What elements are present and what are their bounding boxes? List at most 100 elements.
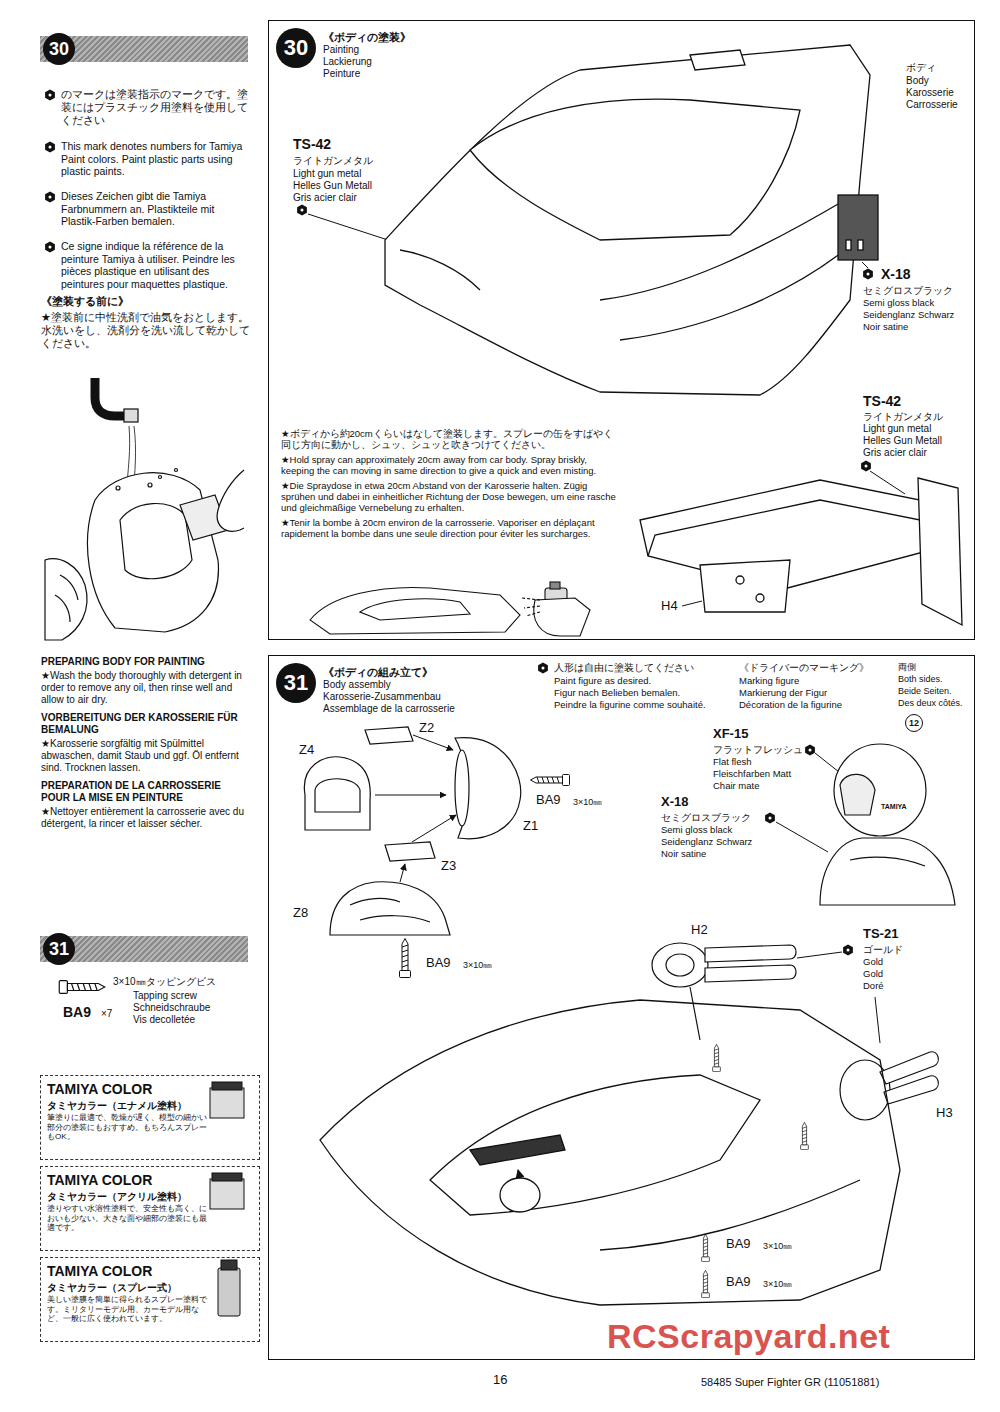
step-title: 《ボディの組み立て》 [323, 666, 455, 679]
car-body-drawing [690, 50, 745, 70]
paint-code: XF-15 [712, 726, 749, 742]
rear-wing-drawing [640, 480, 950, 590]
rear-wing-drawing [756, 594, 764, 602]
instruction-text: Ce signe indique la référence de la pein… [60, 240, 252, 290]
part-number: BA9 [425, 955, 452, 971]
part-number: BA9 [62, 1004, 92, 1021]
part-number: Z8 [292, 905, 309, 921]
car-body-drawing [400, 250, 480, 290]
paint-mark-symbol [863, 268, 873, 279]
paint-mark-symbol [843, 944, 853, 955]
section-heading: VORBEREITUNG DER KAROSSERIE FÜR BEMALUNG [40, 712, 252, 736]
instruction-text: ★Tenir la bombe à 20cm environ de la car… [280, 517, 617, 540]
color-name: Seidenglanz Schwarz [862, 309, 955, 320]
car-body-assembly-drawing [518, 1170, 520, 1178]
paint-can-icon [210, 1179, 244, 1209]
paint-info-box: TAMIYA COLORタミヤカラー（エナメル塗料）筆塗りに最適で、乾燥が遅く、… [40, 1075, 260, 1160]
headrest-parts-drawing [705, 965, 796, 982]
car-body-drawing [385, 45, 870, 395]
color-name: ライトガンメタル [292, 155, 374, 167]
instruction-text: 両側 [897, 662, 917, 673]
leader-line [682, 601, 702, 606]
car-body-assembly-drawing [320, 1000, 900, 1305]
color-name: Chair mate [712, 780, 760, 791]
color-name: Gris acier clair [862, 447, 928, 459]
instruction-text: Beide Seiten. [897, 686, 953, 697]
quantity: ×7 [100, 1008, 113, 1020]
part-name: Body [905, 75, 930, 87]
screw-size: 3×10㎜ [462, 960, 493, 971]
paint-code: X-18 [880, 266, 912, 283]
leader-line [815, 753, 839, 772]
screw-name: Tapping screw [132, 990, 198, 1002]
leader-line [308, 214, 388, 240]
step-title: Lackierung [323, 56, 411, 68]
headrest-parts-drawing [690, 987, 700, 1040]
color-name: Seidenglanz Schwarz [660, 836, 753, 847]
paint-can-icon [221, 1260, 237, 1270]
screw-icon [400, 939, 411, 978]
car-body-assembly-drawing [430, 1075, 760, 1215]
color-name: Doré [862, 980, 885, 991]
headrest-parts-drawing [705, 945, 796, 962]
brand-heading: TAMIYA COLOR [47, 1081, 207, 1098]
leader-line [797, 952, 842, 958]
text-group: 《ボディの組み立て》Body assemblyKarosserie-Zusamm… [323, 666, 455, 715]
instruction-text: ★Wash the body thoroughly with detergent… [40, 670, 252, 706]
headrest-parts-drawing [652, 943, 708, 987]
section-heading: PREPARING BODY FOR PAINTING [40, 656, 252, 668]
washing-illustration [95, 378, 126, 416]
part-number: Z4 [298, 742, 315, 758]
paint-can-icon [210, 1082, 244, 1316]
screw-icon [801, 1122, 809, 1149]
car-body-drawing [858, 240, 863, 250]
assembly-arrow [412, 815, 456, 842]
instruction-text: Peindre la figurine comme souhaité. [553, 699, 707, 710]
leader-line [776, 822, 828, 852]
part-name: Karosserie [905, 87, 955, 99]
part-number: Z3 [440, 858, 457, 874]
color-name: Helles Gun Metall [862, 435, 943, 447]
brand-heading: TAMIYA COLOR [47, 1263, 207, 1280]
driver-figure-drawing [820, 744, 955, 905]
screw-size: 3×10㎜ [762, 1279, 793, 1290]
spray-illustration [534, 598, 590, 636]
paint-can-icon [212, 1082, 242, 1090]
screw-icon [702, 1270, 710, 1297]
assembly-arrow [413, 735, 453, 750]
rear-wing-drawing [648, 500, 945, 556]
paint-info-box: TAMIYA COLORタミヤカラー（スプレー式）美しい塗膜を簡単に得られるスプ… [40, 1257, 260, 1342]
step-band: 31 [40, 936, 248, 962]
paint-description: 塗りやすい水溶性塗料で、安全性も高く、においも少ない。大きな面や細部の塗装にも最… [47, 1204, 207, 1233]
paint-mark-symbol [861, 460, 871, 471]
washing-illustration [175, 469, 178, 472]
screw-icon [702, 1234, 710, 1261]
washing-illustration [124, 409, 138, 422]
helmet-parts-drawing [304, 727, 520, 935]
washing-illustration [116, 486, 120, 490]
section-heading: Markierung der Figur [738, 687, 828, 698]
spray-illustration [522, 598, 540, 616]
paint-description: タミヤカラー（エナメル塗料） [47, 1100, 207, 1111]
paint-can-icon [210, 1088, 244, 1118]
driver-figure-drawing [834, 744, 926, 836]
part-number: H4 [660, 598, 679, 614]
step-number: 31 [276, 663, 316, 703]
instruction-text: ★Hold spray can approximately 20cm away … [280, 454, 617, 477]
paint-mark-symbol [805, 744, 815, 755]
car-body-drawing [838, 195, 878, 260]
assembly-arrow [400, 864, 405, 882]
paint-info-box: TAMIYA COLORタミヤカラー（アクリル塗料）塗りやすい水溶性塗料で、安全… [40, 1166, 260, 1251]
color-name: Semi gloss black [660, 824, 733, 835]
step-title: 《ボディの塗装》 [323, 31, 411, 44]
headrest-parts-drawing [666, 954, 694, 976]
part-name: ボディ [905, 62, 937, 74]
step-number: 31 [43, 933, 75, 965]
instruction-text: Figur nach Belieben bemalen. [553, 687, 681, 698]
product-code: 58485 Super Fighter GR (11051881) [700, 1376, 880, 1389]
helmet-parts-drawing [330, 882, 450, 935]
color-name: Gold [862, 968, 884, 979]
screw-size: 3×10㎜ [762, 1241, 793, 1252]
step-title: Peinture [323, 68, 411, 80]
text-group: TAMIYA COLORタミヤカラー（エナメル塗料）筆塗りに最適で、乾燥が遅く、… [47, 1081, 207, 1142]
